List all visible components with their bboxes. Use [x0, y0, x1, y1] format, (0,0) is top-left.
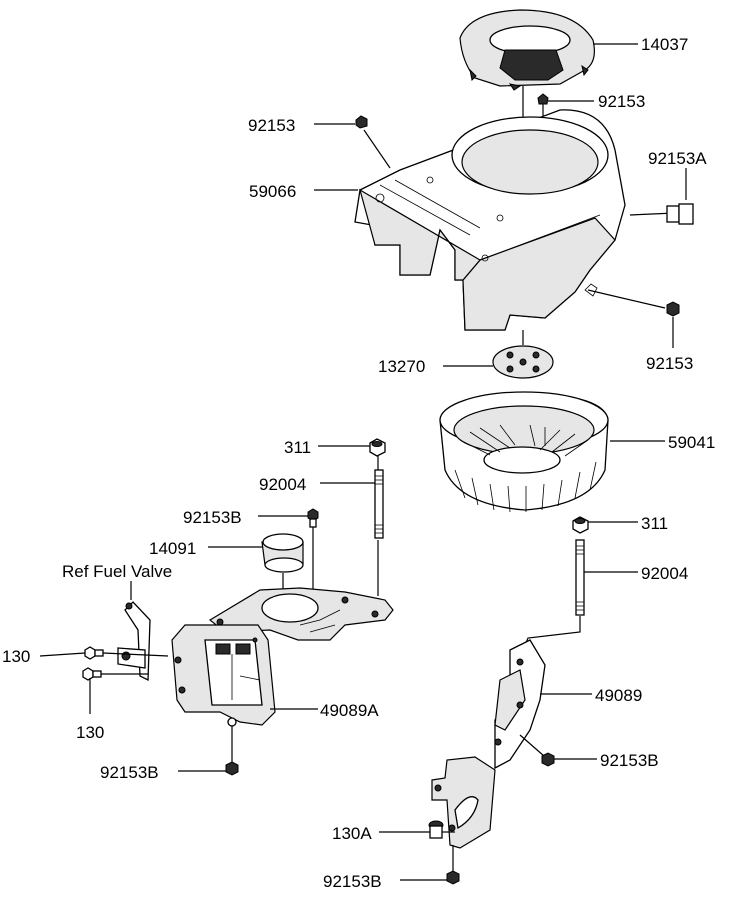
label-92153B-left: 92153B: [100, 763, 159, 782]
nut-left: [369, 438, 386, 457]
stud-right: [575, 539, 585, 616]
label-92153A: 92153A: [648, 149, 707, 168]
stud-left: [374, 469, 384, 539]
shroud-right-lower: [431, 756, 496, 849]
screw-92153B-bottom: [446, 870, 460, 885]
shroud-left-part: [171, 624, 276, 727]
label-49089: 49089: [595, 686, 642, 705]
screen-part: [459, 9, 595, 91]
nut-right: [572, 516, 589, 534]
label-92153B-right: 92153B: [600, 751, 659, 770]
bolt-92153A: [629, 203, 694, 225]
fan-housing-part: [354, 109, 626, 331]
screw-92153B-right: [519, 734, 555, 767]
label-130-lower: 130: [76, 723, 104, 742]
label-92153-left: 92153: [248, 116, 295, 135]
label-92153B-top: 92153B: [183, 508, 242, 527]
screw-right: [587, 289, 680, 317]
label-311-right: 311: [641, 514, 668, 533]
label-92004-right: 92004: [641, 564, 688, 583]
collar-part: [261, 533, 304, 573]
bolt-130A: [428, 820, 455, 839]
plate-part: [492, 345, 554, 379]
screw-left: [355, 115, 391, 169]
bolt-130-lower: [82, 667, 102, 681]
label-92153-right: 92153: [646, 354, 693, 373]
bolt-130-upper-line: [102, 652, 169, 657]
label-59066: 59066: [249, 182, 296, 201]
screw-92153B-left: [225, 761, 239, 776]
leader-lines: [39, 43, 687, 881]
screw-top: [537, 93, 549, 116]
label-92153-top: 92153: [598, 92, 645, 111]
label-92004-left: 92004: [259, 475, 306, 494]
label-ref-fuel-valve: Ref Fuel Valve: [62, 562, 172, 581]
fan-part: [439, 391, 609, 513]
label-130A: 130A: [332, 824, 372, 843]
label-14091: 14091: [149, 539, 196, 558]
label-130-upper: 130: [2, 647, 30, 666]
fuel-valve-bracket: [117, 601, 151, 682]
label-13270: 13270: [378, 357, 425, 376]
label-311-left: 311: [284, 438, 311, 457]
label-92153B-bottom: 92153B: [323, 872, 382, 891]
shroud-right-part: [494, 639, 546, 770]
screw-92153B-top: [307, 508, 319, 528]
label-49089A: 49089A: [320, 701, 379, 720]
label-14037: 14037: [641, 35, 688, 54]
label-59041: 59041: [668, 433, 715, 452]
bolt-130-upper: [84, 646, 104, 660]
